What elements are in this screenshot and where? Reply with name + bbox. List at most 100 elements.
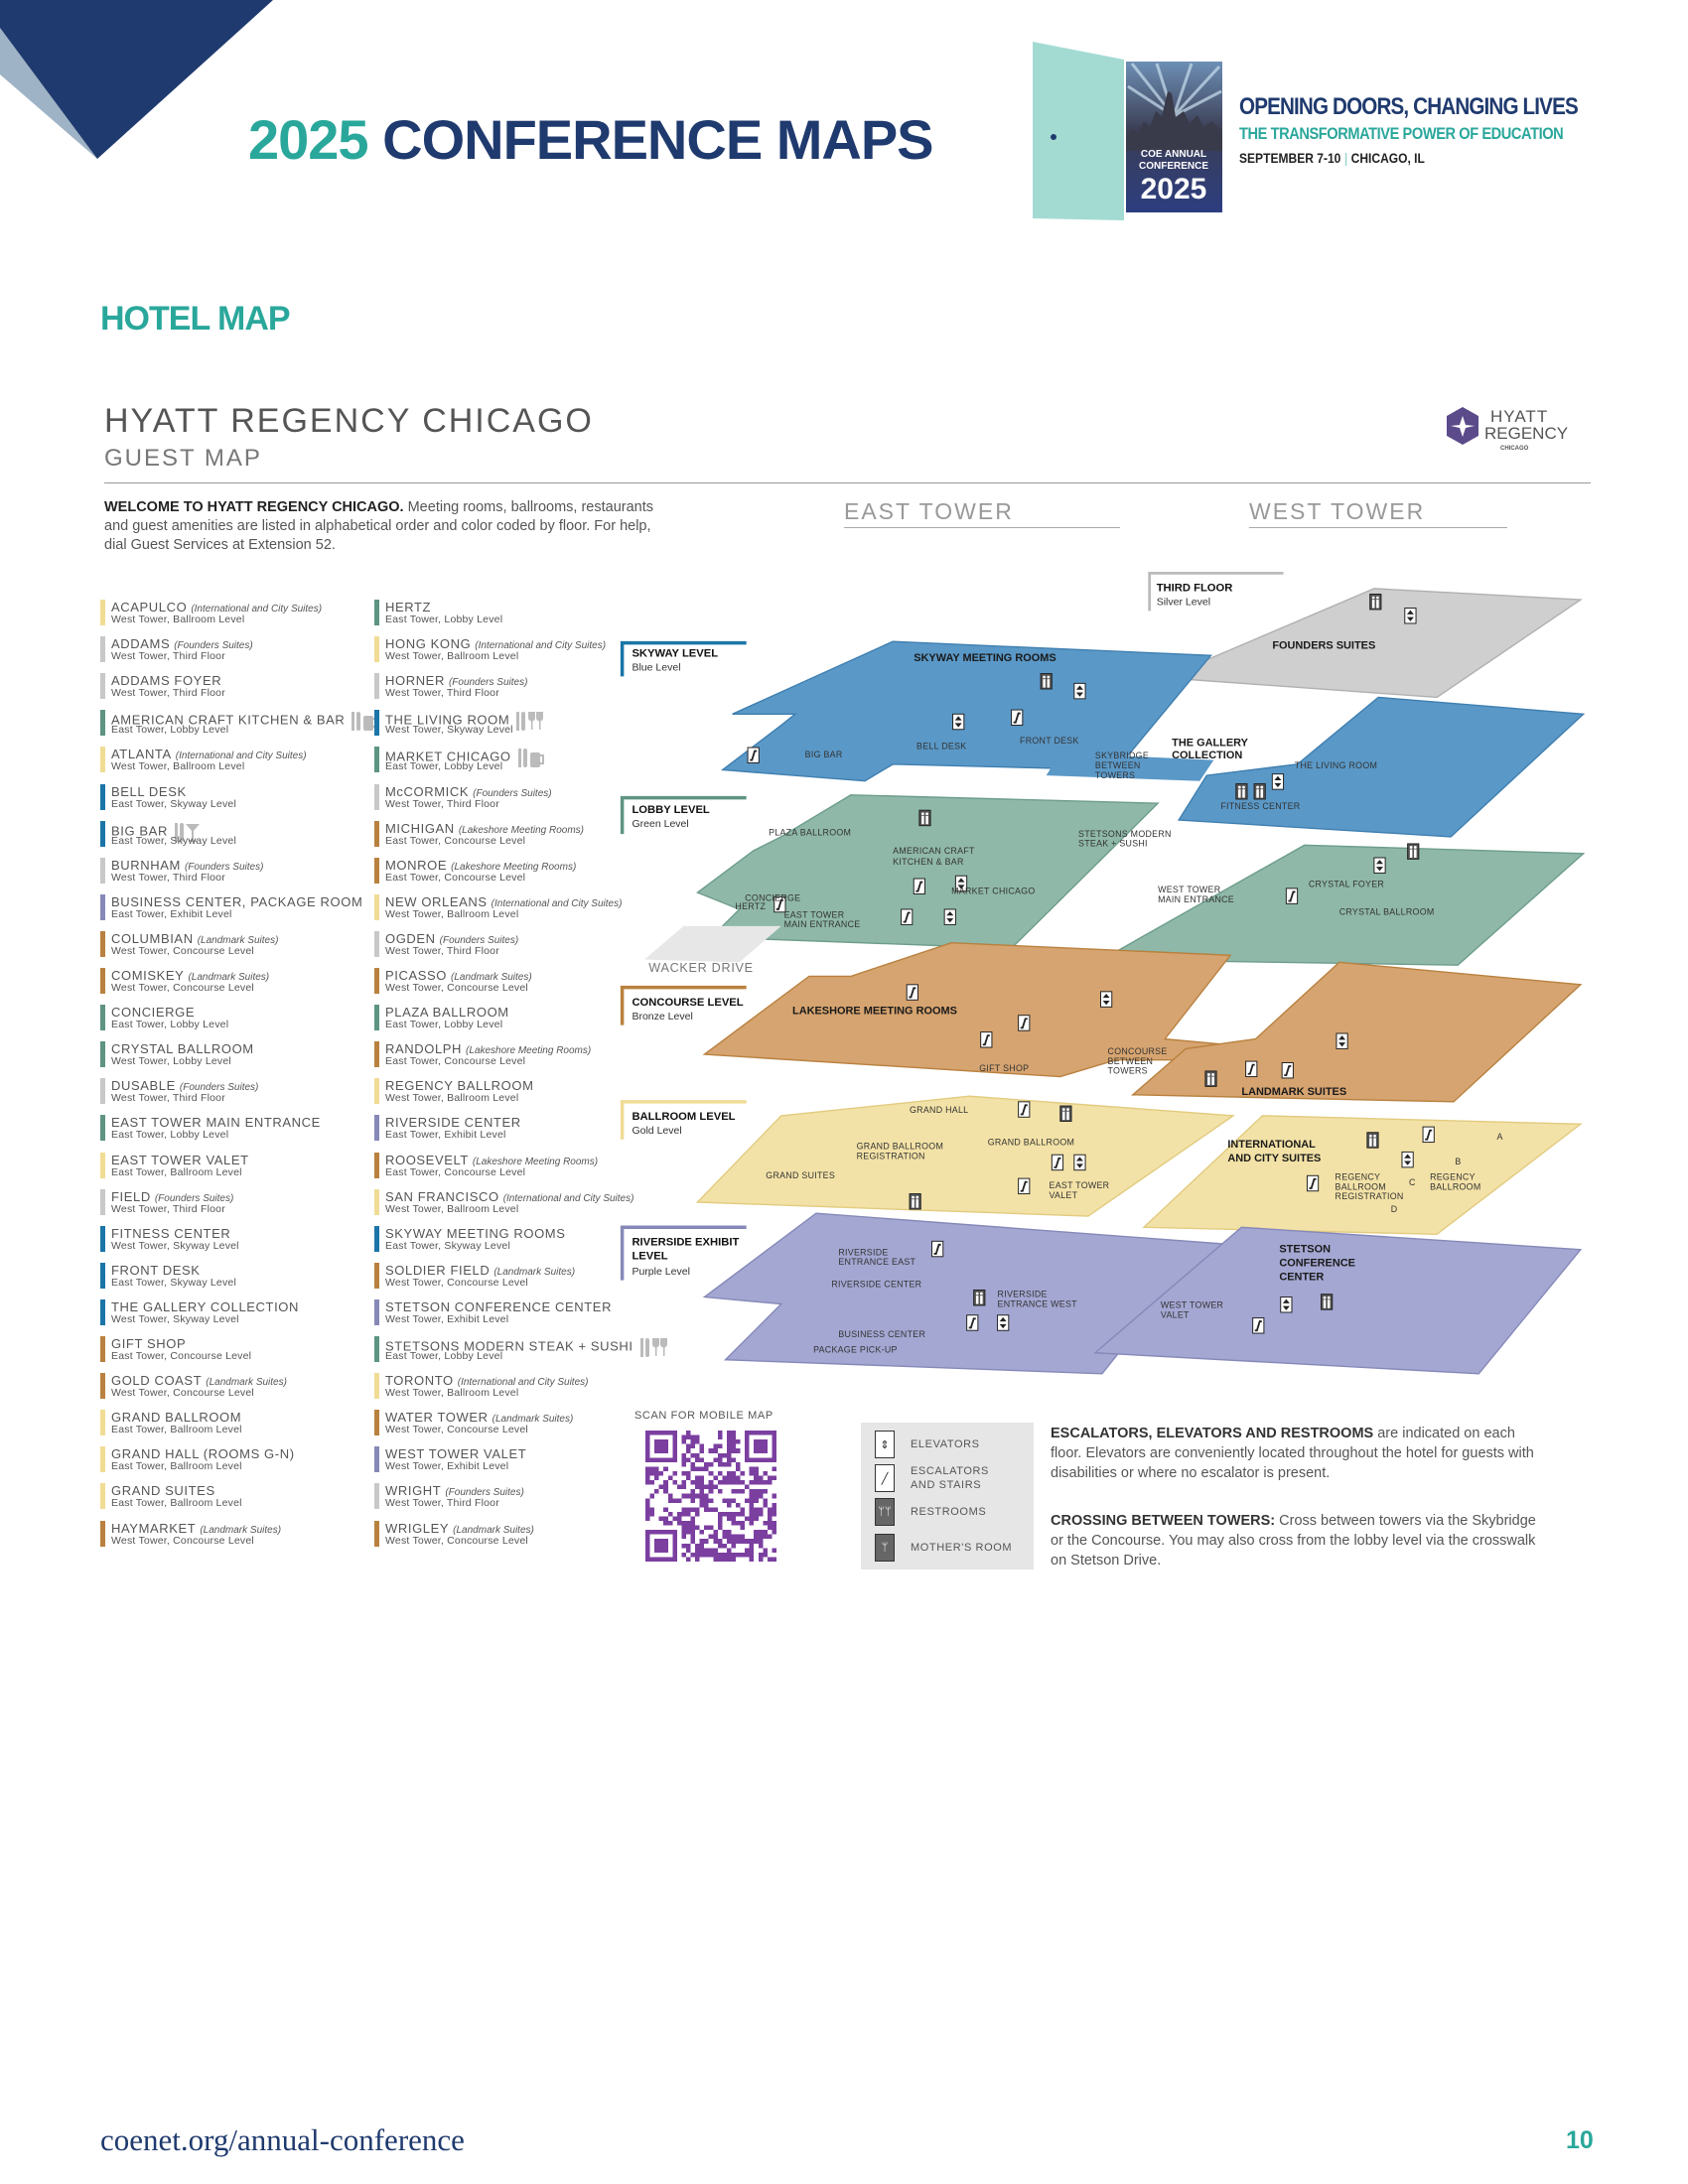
entry-name: ATLANTA [111,747,172,762]
level-color-bar [374,710,379,737]
directory-entry-name: THE LIVING ROOM [385,710,545,732]
directory-entry-location: West Tower, Ballroom Level [385,907,519,920]
entry-name: MICHIGAN [385,820,455,836]
riverside-east-slab [702,1212,1227,1375]
ballroom-east-slab [695,1095,1236,1217]
elevator-icon [997,1314,1010,1331]
entry-name: HORNER [385,673,445,689]
door-icon [1033,42,1124,220]
directory-entry-name: RANDOLPH(Lakeshore Meeting Rooms) [385,1041,591,1056]
level-color-bar [374,857,379,884]
entry-name: AMERICAN CRAFT KITCHEN & BAR [111,712,346,728]
entry-qualifier: (Founders Suites) [439,934,519,946]
entry-name: BIG BAR [111,823,168,839]
escalator-icon [906,984,918,1001]
elevator-icon [1280,1297,1293,1313]
entry-name: THE GALLERY COLLECTION [111,1298,299,1314]
level-color-bar [100,893,105,920]
directory-entry-location: West Tower, Concourse Level [111,1387,254,1400]
entry-name: DUSABLE [111,1078,176,1094]
map-label-skyway-meeting-rooms: SKYWAY MEETING ROOMS [914,652,1055,664]
map-label-riverside-east-2: ENTRANCE EAST [838,1257,915,1267]
map-label-living-room: THE LIVING ROOM [1295,760,1377,770]
map-label-market-chicago: MARKET CHICAGO [951,887,1035,896]
map-label-gallery-2: COLLECTION [1172,750,1242,761]
escalator-icon [1011,709,1024,727]
map-label-front-desk: FRONT DESK [1020,736,1079,746]
entry-name: BURNHAM [111,857,181,873]
directory-entry-name: MICHIGAN(Lakeshore Meeting Rooms) [385,821,584,836]
svg-text:LOBBY LEVEL: LOBBY LEVEL [632,804,709,816]
directory-entry-name: HORNER(Founders Suites) [385,673,527,688]
restroom-icon [1366,1132,1379,1149]
map-label-east-tower-entrance-2: MAIN ENTRANCE [784,919,861,929]
level-color-bar [100,747,105,773]
level-label-ballroom: BALLROOM LEVEL Gold Level [620,1100,747,1140]
directory-entry-location: West Tower, Third Floor [385,944,499,957]
entry-name: GOLD COAST [111,1373,203,1389]
level-color-bar [100,673,105,700]
entry-name: COMISKEY [111,968,185,983]
map-label-room-c: C [1409,1177,1416,1187]
svg-text:Blue Level: Blue Level [632,662,680,674]
entry-name: REGENCY BALLROOM [385,1078,534,1094]
directory-entry-name: SKYWAY MEETING ROOMS [385,1226,566,1241]
directory-entry-name: WRIGLEY(Landmark Suites) [385,1521,534,1536]
entry-qualifier: (Landmark Suites) [206,1377,287,1389]
map-label-wacker-drive: WACKER DRIVE [648,961,753,975]
map-label-stetson-3: CENTER [1279,1272,1324,1284]
svg-text:Gold Level: Gold Level [632,1125,681,1137]
directory-entry-name: BUSINESS CENTER, PACKAGE ROOM [111,894,362,909]
map-label-room-a: A [1497,1132,1503,1142]
note-amenities: ESCALATORS, ELEVATORS AND RESTROOMS are … [1051,1424,1537,1483]
escalator-icon [1306,1174,1320,1192]
level-color-bar [374,1336,379,1362]
directory-entry-location: East Tower, Exhibit Level [385,1129,506,1142]
level-color-bar [374,1152,379,1178]
level-color-bar [374,1298,379,1325]
directory-entry-location: West Tower, Ballroom Level [385,1202,519,1215]
badge-line2: CONFERENCE [1139,161,1208,172]
dining-wine-icon [639,1338,667,1357]
elevator-icon [1336,1032,1348,1049]
directory-entry-location: East Tower, Skyway Level [111,834,236,847]
level-color-bar [100,1078,105,1105]
wacker-drive-slab [644,925,781,963]
welcome-body: Meeting rooms, ballrooms, restaurants an… [104,499,654,553]
map-label-stetson-2: CONFERENCE [1279,1258,1355,1270]
svg-text:LEVEL: LEVEL [632,1251,667,1263]
entry-qualifier: (Landmark Suites) [492,1414,574,1426]
qr-code[interactable] [643,1431,778,1562]
map-label-riverside-west-2: ENTRANCE WEST [998,1298,1078,1308]
level-color-bar [100,636,105,663]
restroom-icon [1369,593,1382,611]
entry-qualifier: (Founders Suites) [473,787,552,799]
directory-entry-location: West Tower, Third Floor [111,1202,225,1215]
map-label-rb-registration-3: REGISTRATION [1336,1191,1404,1201]
directory-entry-name: PLAZA BALLROOM [385,1005,509,1020]
footer-url[interactable]: coenet.org/annual-conference [100,2122,465,2157]
map-label-skybridge: SKYBRIDGE [1095,751,1149,760]
qr-label: SCAN FOR MOBILE MAP [634,1410,774,1422]
entry-name: MONROE [385,857,448,873]
directory-entry-location: East Tower, Concourse Level [385,1055,526,1068]
concourse-east-slab [702,941,1243,1078]
concourse-west-slab [1130,961,1583,1103]
legend-mothers-room-label: MOTHER'S ROOM [911,1542,1013,1554]
entry-name: GRAND SUITES [111,1483,215,1499]
directory-entry-location: West Tower, Ballroom Level [111,760,245,773]
svg-text:THIRD FLOOR: THIRD FLOOR [1157,583,1233,595]
entry-name: HERTZ [385,600,432,614]
map-label-gallery: THE GALLERY [1172,738,1248,750]
entry-qualifier: (Landmark Suites) [493,1266,576,1278]
level-color-bar [374,1373,379,1400]
entry-name: BUSINESS CENTER, PACKAGE ROOM [111,893,363,909]
note-amenities-bold: ESCALATORS, ELEVATORS AND RESTROOMS [1051,1426,1374,1441]
level-color-bar [100,1483,105,1510]
directory-entry-name: HAYMARKET(Landmark Suites) [111,1521,281,1536]
map-label-american-craft: AMERICAN CRAFT [893,846,975,856]
restroom-icon [1253,783,1266,800]
